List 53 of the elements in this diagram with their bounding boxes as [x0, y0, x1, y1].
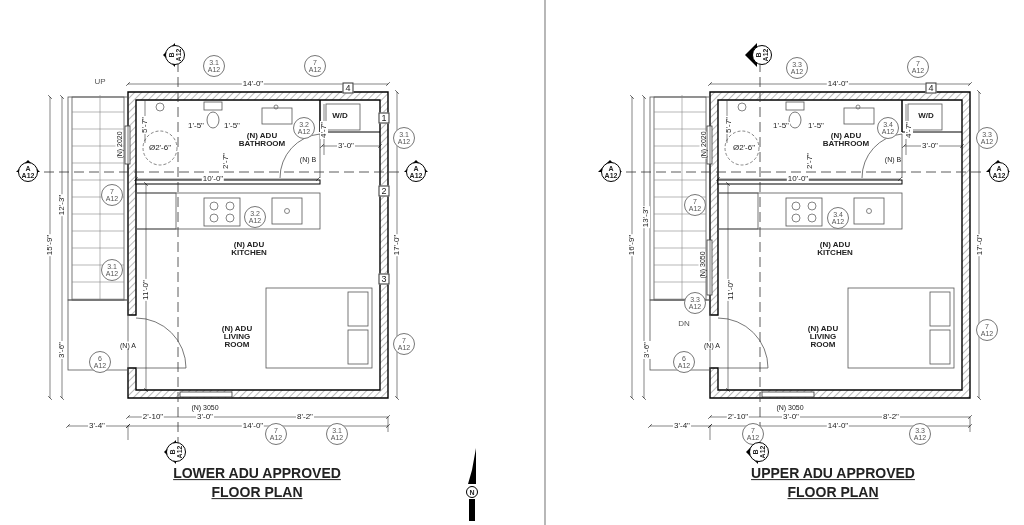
dimension-text: 14'-0" — [826, 80, 850, 88]
dimension-text: 10'-0" — [201, 175, 225, 183]
dimension-text: 3'-0" — [782, 413, 800, 421]
dimension-text: 3'-0" — [921, 142, 939, 150]
dimension-text: 10'-0" — [786, 175, 810, 183]
dimension-text: 2'-10" — [141, 413, 165, 421]
room-label: (N) ADU LIVING ROOM — [797, 325, 849, 349]
room-label: (N) ADU KITCHEN — [223, 241, 275, 257]
dimension-text: 1'-5" — [187, 122, 205, 130]
room-label: (N) ADU LIVING ROOM — [211, 325, 263, 349]
dimension-text: Ø2'-6" — [731, 144, 757, 152]
dimension-text: 5'-7" — [141, 116, 149, 134]
appliance-label: W/D — [332, 112, 348, 120]
dimension-text: 17'-0" — [393, 233, 401, 257]
dimension-text: Ø2'-6" — [147, 144, 173, 152]
dimension-text: 8'-2" — [882, 413, 900, 421]
wall-tag: 3 — [378, 273, 390, 285]
dimension-text: 14'-0" — [241, 422, 265, 430]
dimension-text: 16'-9" — [628, 233, 636, 257]
dimension-text: 1'-5" — [772, 122, 790, 130]
dimension-text: 4'-7" — [320, 121, 328, 139]
dimension-text: 2'-10" — [726, 413, 750, 421]
dimension-text: 2'-7" — [222, 152, 230, 170]
dimension-text: 15'-9" — [46, 233, 54, 257]
dimension-text: 13'-3" — [642, 205, 650, 229]
dimension-text: 3'-4" — [673, 422, 691, 430]
wall-tag: 2 — [378, 185, 390, 197]
dimension-text: 11'-0" — [142, 279, 150, 301]
room-label: (N) ADU KITCHEN — [809, 241, 861, 257]
dimension-text: 5'-7" — [725, 116, 733, 134]
dimension-text: 4'-7" — [905, 121, 913, 139]
dimension-text: 3'-0" — [196, 413, 214, 421]
dimension-text: 12'-3" — [58, 193, 66, 217]
plan-title: UPPER ADU APPROVED FLOOR PLAN — [750, 464, 916, 502]
dimension-text: 17'-0" — [976, 233, 984, 257]
stair-direction-text: UP — [94, 78, 106, 86]
plan-title: LOWER ADU APPROVED FLOOR PLAN — [172, 464, 342, 502]
stair-direction-text: DN — [678, 320, 690, 328]
wall-tag: 1 — [378, 112, 390, 124]
room-label: (N) ADU BATHROOM — [236, 132, 288, 148]
dimension-text: 14'-0" — [826, 422, 850, 430]
dimension-text: 1'-5" — [223, 122, 241, 130]
dimension-text: 11'-0" — [727, 279, 735, 301]
room-label: (N) ADU BATHROOM — [820, 132, 872, 148]
dimension-text: 3'-6" — [58, 341, 66, 359]
dimension-text: 2'-7" — [806, 152, 814, 170]
dimension-text: 3'-6" — [643, 341, 651, 359]
dimension-text: 3'-0" — [337, 142, 355, 150]
appliance-label: W/D — [918, 112, 934, 120]
dimension-text: 14'-0" — [241, 80, 265, 88]
dimension-text: 3'-4" — [88, 422, 106, 430]
dimension-text: 1'-5" — [807, 122, 825, 130]
dimension-text: 8'-2" — [296, 413, 314, 421]
